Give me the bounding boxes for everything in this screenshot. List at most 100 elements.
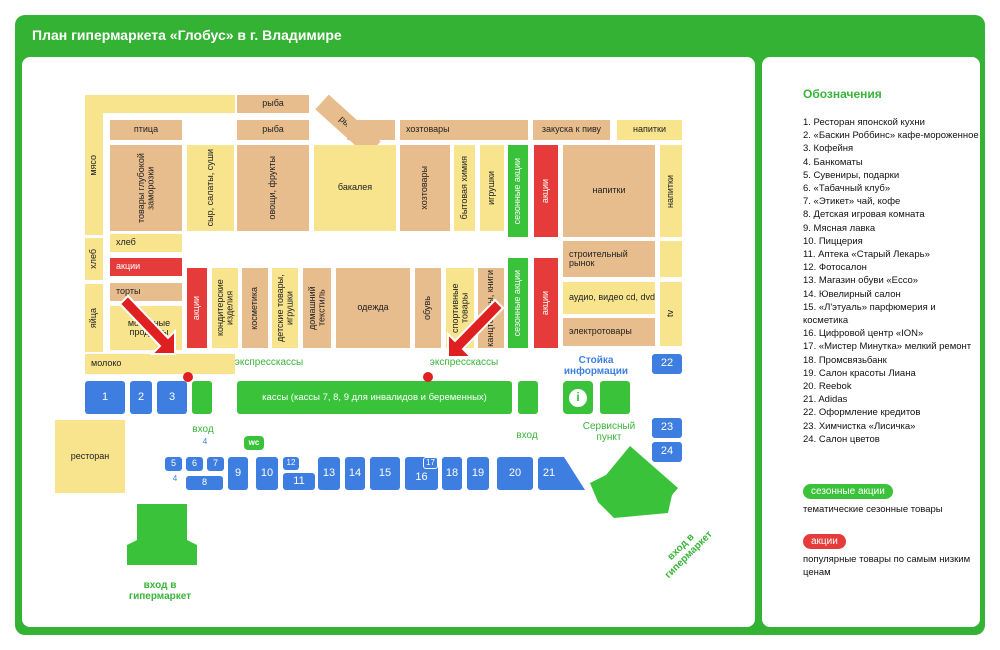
shop-21[interactable]: 21 <box>542 466 556 479</box>
shop-17[interactable]: 17 <box>423 457 438 469</box>
legend-promo-note: популярные товары по самым низким ценам <box>803 554 971 578</box>
legend-item: 2. «Баскин Роббинс» кафе-мороженное <box>803 130 979 142</box>
zone-ryba-1: рыба <box>237 95 309 113</box>
zone-yaitsa: яйца <box>85 284 103 352</box>
shop-1[interactable]: 1 <box>85 381 125 414</box>
zone-myaso-top <box>85 95 235 113</box>
legend-panel <box>762 57 980 627</box>
shop-9[interactable]: 9 <box>228 457 248 490</box>
shop-18[interactable]: 18 <box>442 457 462 490</box>
service-point-box <box>600 381 630 414</box>
legend-item: 20. Reebok <box>803 381 852 393</box>
shop-22[interactable]: 22 <box>652 354 682 374</box>
shop-20[interactable]: 20 <box>497 457 533 490</box>
info-desk[interactable]: i <box>563 381 593 414</box>
legend-item: 21. Adidas <box>803 394 848 406</box>
shop-10[interactable]: 10 <box>256 457 278 490</box>
zone-bytkhim: бытовая химия <box>454 145 475 231</box>
zone-stroitelny-side <box>660 241 682 277</box>
zone-napitki-big: напитки <box>563 145 655 237</box>
zone-bakaleya: бакалея <box>314 145 396 231</box>
zone-molochnye: молочные продукты <box>110 306 182 350</box>
zone-domashny: домашний текстиль <box>303 268 331 348</box>
legend-item: 24. Салон цветов <box>803 433 880 445</box>
shop-5[interactable]: 5 <box>165 457 182 471</box>
express-label-2: экспресскассы <box>429 357 499 368</box>
legend-item: 6. «Табачный клуб» <box>803 183 891 195</box>
legend-item: 14. Ювелирный салон <box>803 288 901 300</box>
legend-item: 23. Химчистка «Лисичка» <box>803 420 916 432</box>
legend-item: 10. Пиццерия <box>803 235 863 247</box>
zone-kosmetika: косметика <box>242 268 268 348</box>
zone-sezon-2: сезонные акции <box>508 258 528 348</box>
zone-myaso-label: мясо <box>88 154 99 176</box>
zone-kantstovary: канцтовары, книги <box>478 268 504 348</box>
shop-11[interactable]: 11 <box>283 473 315 490</box>
zone-aktsii-mid: акции <box>187 268 207 348</box>
shop-19[interactable]: 19 <box>467 457 489 490</box>
zone-ryba-3-base <box>347 120 395 140</box>
shop-14[interactable]: 14 <box>345 457 365 490</box>
shop-24[interactable]: 24 <box>652 442 682 462</box>
zone-stroitelny: строительный рынок <box>563 241 655 277</box>
legend-item: 4. Банкоматы <box>803 156 863 168</box>
info-desk-label: Стойка информации <box>563 355 629 377</box>
legend-item: 17. «Мистер Минутка» мелкий ремонт <box>803 341 972 353</box>
zone-detskie: детские товары, игрушки <box>272 268 298 348</box>
shop-6[interactable]: 6 <box>186 457 203 471</box>
shop-3[interactable]: 3 <box>157 381 187 414</box>
zone-obuv: обувь <box>415 268 441 348</box>
legend-item: 13. Магазин обуви «Ecco» <box>803 275 919 287</box>
zone-napitki-top: напитки <box>617 120 682 140</box>
shop-15[interactable]: 15 <box>370 457 400 490</box>
zone-myaso: мясо <box>85 95 103 235</box>
legend-item: 12. Фотосалон <box>803 262 867 274</box>
zone-aktsii-left: акции <box>110 258 182 276</box>
zone-sezon-1: сезонные акции <box>508 145 528 237</box>
checkout-main: кассы (кассы 7, 8, 9 для инвалидов и бер… <box>237 381 512 414</box>
legend-item: 5. Сувениры, подарки <box>803 169 900 181</box>
checkout-express-2 <box>518 381 538 414</box>
page-title: План гипермаркета «Глобус» в г. Владимир… <box>32 27 342 43</box>
zone-napitki-v: напитки <box>660 145 682 237</box>
zone-khleb-v: хлеб <box>85 238 103 280</box>
shop-12[interactable]: 12 <box>283 457 299 470</box>
legend-item: 18. Промсвязьбанк <box>803 354 887 366</box>
legend-item: 16. Цифровой центр «ION» <box>803 328 924 340</box>
shop-4a: 4 <box>202 436 208 446</box>
legend-seasonal-pill: сезонные акции <box>803 484 893 499</box>
zone-khoztovary-v: хозтовары <box>400 145 450 231</box>
shop-8[interactable]: 8 <box>186 476 223 490</box>
legend-item: 7. «Этикет» чай, кофе <box>803 196 901 208</box>
service-point-label: Сервисный пункт <box>582 421 636 443</box>
legend-item: 3. Кофейня <box>803 143 854 155</box>
zone-audio: аудио, видео cd, dvd <box>563 282 655 314</box>
legend-promo-pill: акции <box>803 534 846 549</box>
zone-torty: торты <box>110 283 182 301</box>
legend-item: 22. Оформление кредитов <box>803 407 921 419</box>
legend-seasonal-note: тематические сезонные товары <box>803 504 943 515</box>
zone-aktsii-right: акции <box>534 258 558 348</box>
shop-4b: 4 <box>172 473 178 483</box>
legend-list: 1. Ресторан японской кухни 2. «Баскин Роб… <box>803 116 983 446</box>
zone-syr: сыр, салаты, суши <box>187 145 234 231</box>
shop-7[interactable]: 7 <box>207 457 224 471</box>
shop-23[interactable]: 23 <box>652 418 682 438</box>
legend-item: 8. Детская игровая комната <box>803 209 925 221</box>
info-icon: i <box>569 388 587 407</box>
zone-khoztovary-top: хозтовары <box>400 120 528 140</box>
zone-zakuska: закуска к пиву <box>533 120 610 140</box>
zone-aktsii-top: акции <box>534 145 558 237</box>
express-label-1: экспресскассы <box>234 357 304 368</box>
zone-moloko: молоко <box>85 354 235 374</box>
legend-item: 1. Ресторан японской кухни <box>803 117 925 128</box>
shop-13[interactable]: 13 <box>318 457 340 490</box>
legend-item: 19. Салон красоты Лиана <box>803 367 916 379</box>
main-entrance-left-label: вход в гипермаркет <box>128 580 192 602</box>
checkout-express-1 <box>192 381 212 414</box>
wc-sign: wc <box>244 436 264 450</box>
zone-khleb: хлеб <box>110 234 182 252</box>
zone-ryba-2: рыба <box>237 120 309 140</box>
entrance-label-2: вход <box>516 430 538 441</box>
shop-2[interactable]: 2 <box>130 381 152 414</box>
